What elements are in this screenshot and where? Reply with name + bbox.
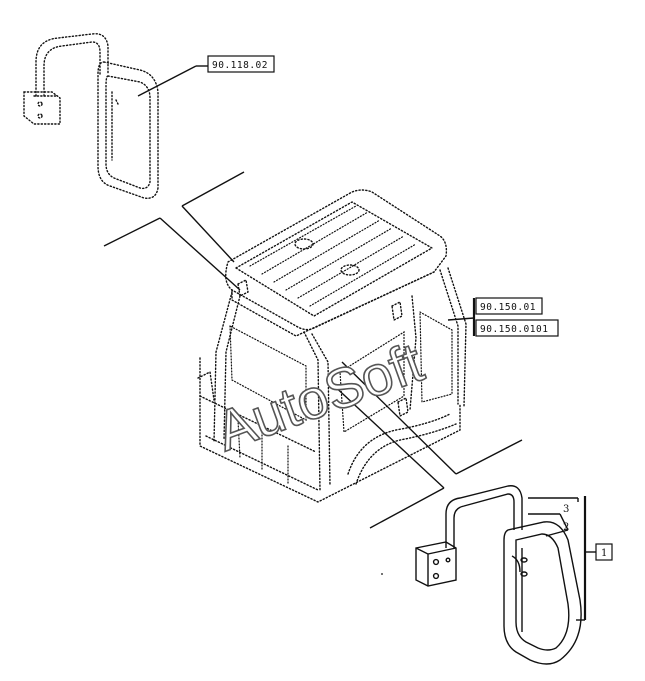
top-mirror-ref-label: 90.118.02 (207, 55, 275, 73)
cab-ref-label-a: 90.150.01 (475, 297, 543, 315)
cab-ref-leader (447, 298, 476, 336)
mirror-assembly-drawing (415, 485, 582, 665)
stray-dot (381, 573, 383, 575)
break-lines (103, 171, 523, 529)
cab-ref-b-text: 90.150.0101 (480, 324, 548, 335)
top-mirror-drawing (23, 33, 159, 199)
cab-ref-label-b: 90.150.0101 (475, 319, 559, 337)
callout-arm-number: 3 (563, 504, 569, 515)
top-mirror-leader (137, 65, 197, 97)
assembly-callouts: 3 2 (528, 496, 596, 621)
callout-glass-number: 2 (563, 522, 569, 533)
assembly-ref-text: 1 (601, 548, 607, 559)
cab-drawing (197, 189, 467, 503)
top-mirror-ref-text: 90.118.02 (212, 60, 268, 71)
cab-ref-a-text: 90.150.01 (480, 302, 536, 313)
watermark: AutoSoft (207, 330, 431, 463)
assembly-ref-label: 1 (595, 543, 613, 561)
